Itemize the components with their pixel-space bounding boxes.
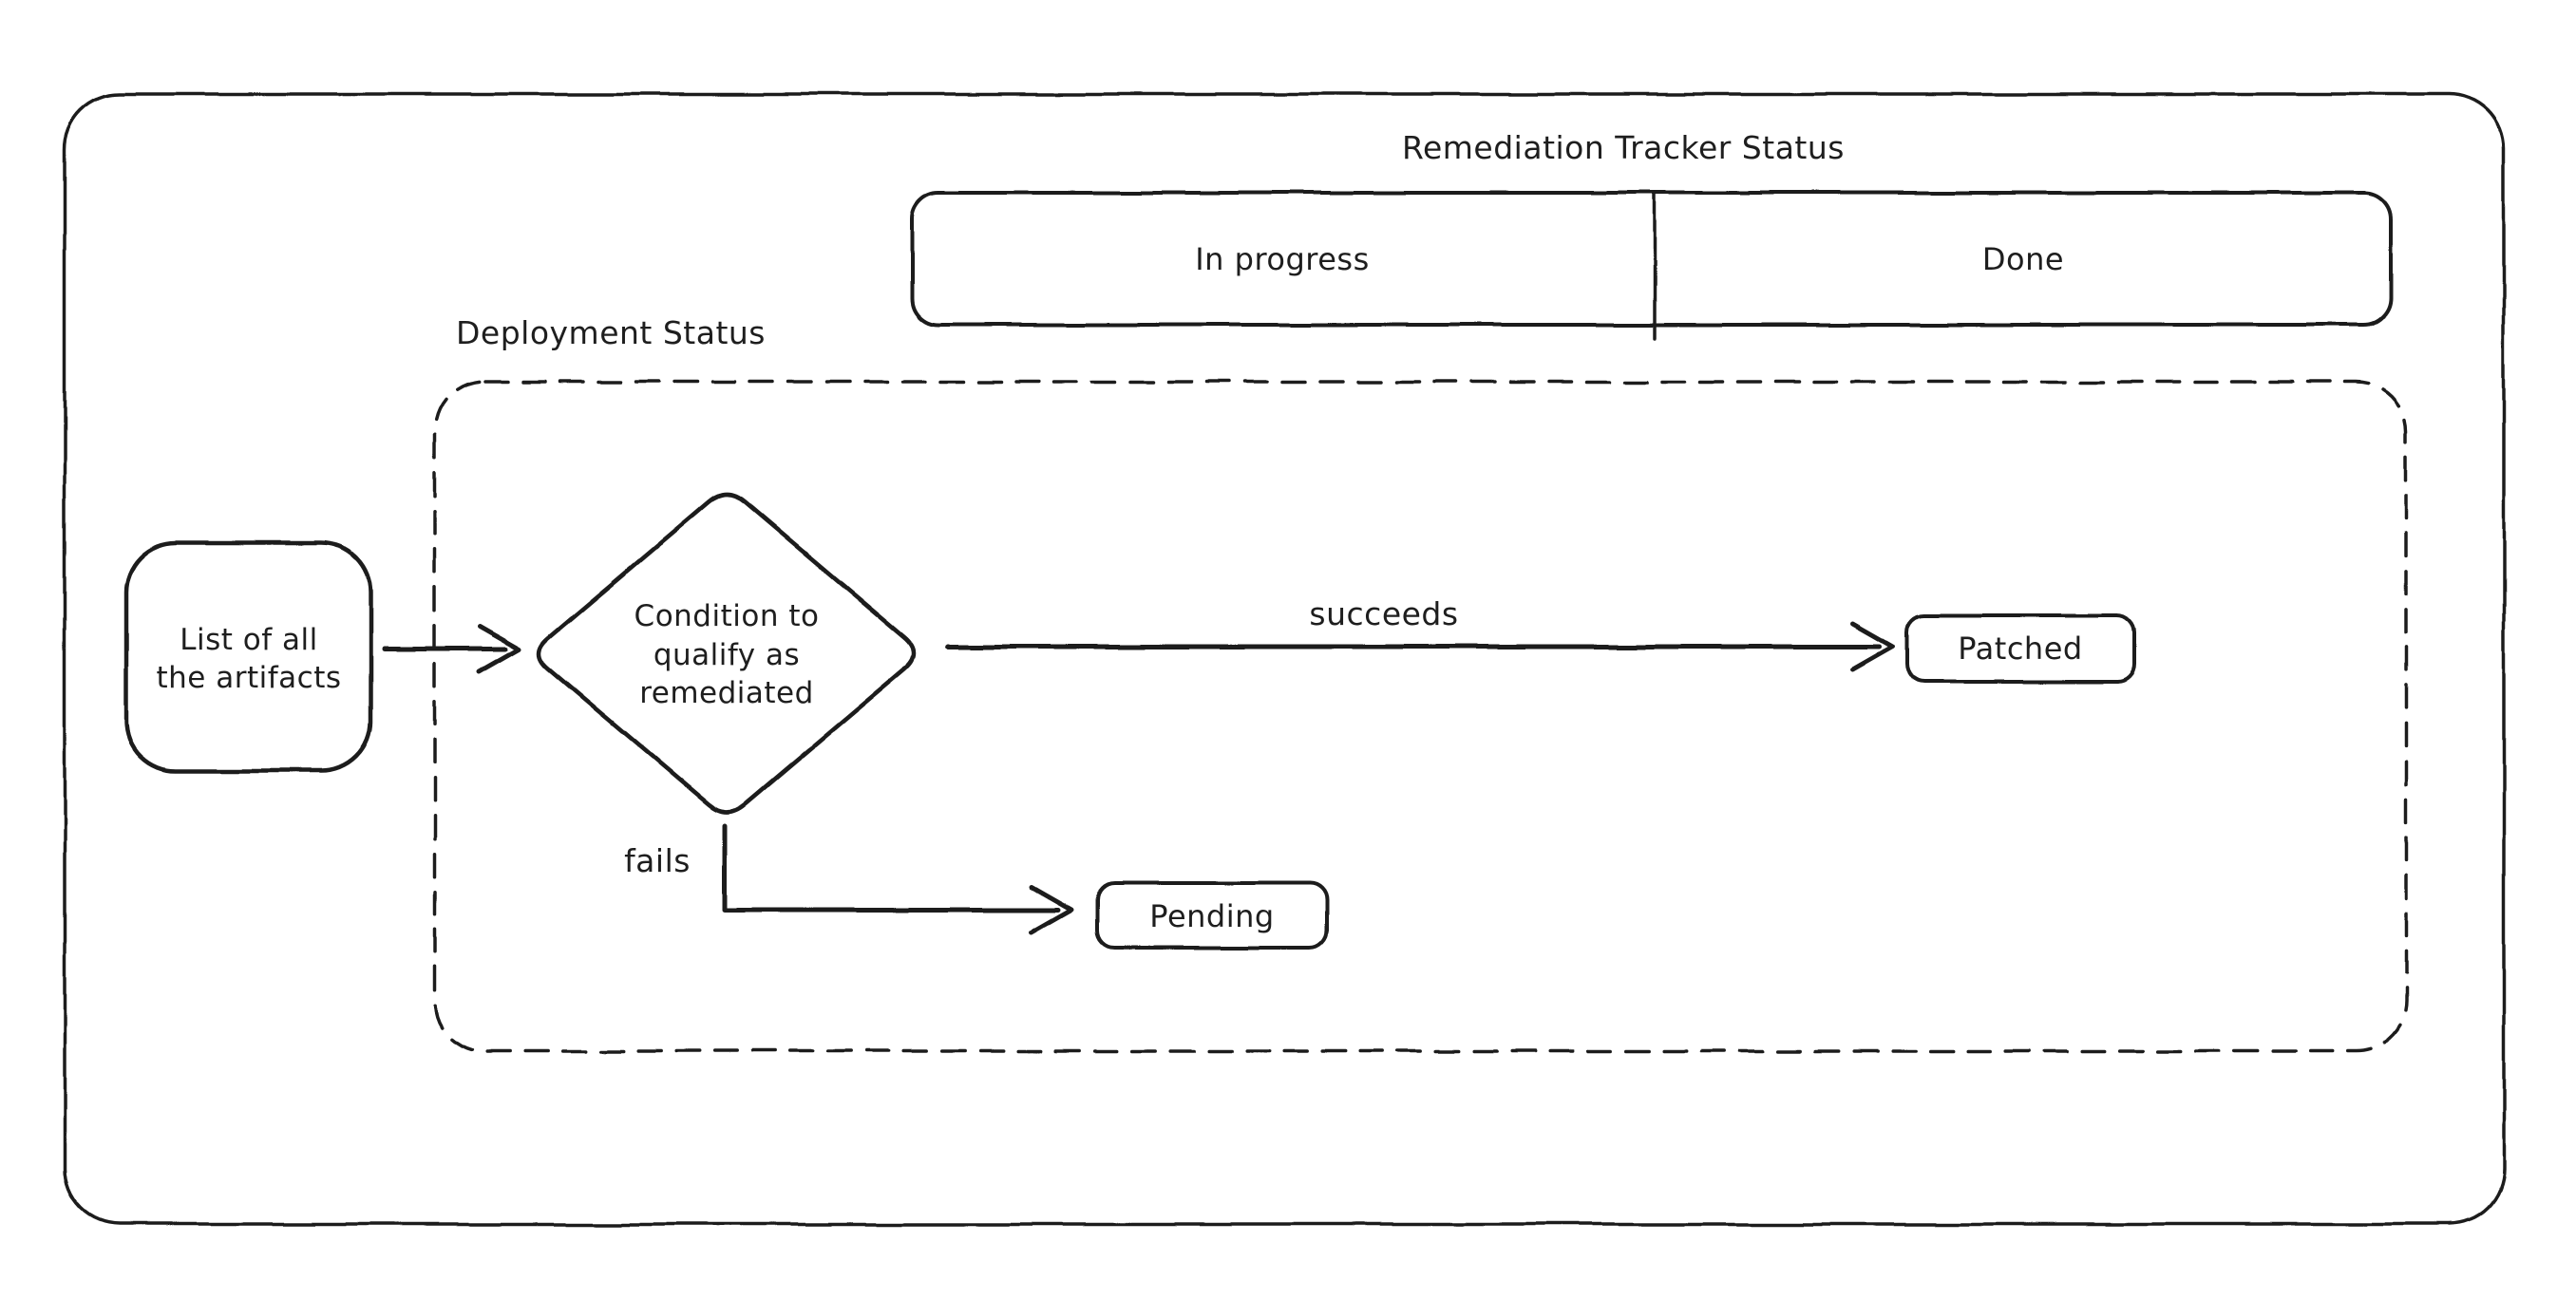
artifacts-to-decision-arrowhead xyxy=(477,623,522,674)
decision-label-line3: remediated xyxy=(639,676,814,710)
succeeds-arrowhead xyxy=(1849,621,1895,672)
patched-node xyxy=(1904,613,2136,684)
succeeds-edge-label: succeeds xyxy=(1309,595,1458,632)
artifacts-node xyxy=(123,540,373,774)
decision-label-line1: Condition to xyxy=(635,599,820,633)
artifacts-node-label-line1: List of all xyxy=(180,623,318,657)
decision-diamond xyxy=(537,492,917,815)
deployment-status-region xyxy=(433,380,2408,1053)
tracker-cell-done: Done xyxy=(1982,241,2064,277)
patched-node-label: Patched xyxy=(1958,631,2082,667)
diagram-title: Remediation Tracker Status xyxy=(1402,129,1845,166)
tracker-status-bar xyxy=(910,191,2393,327)
fails-arrow xyxy=(722,823,1061,913)
pending-node xyxy=(1095,881,1329,950)
outer-frame xyxy=(63,92,2506,1226)
fails-arrowhead xyxy=(1029,884,1074,935)
deployment-status-label: Deployment Status xyxy=(456,314,766,351)
decision-label-line2: qualify as xyxy=(653,638,800,672)
fails-edge-label: fails xyxy=(624,842,691,879)
pending-node-label: Pending xyxy=(1149,898,1274,934)
tracker-cell-in-progress: In progress xyxy=(1195,241,1370,277)
artifacts-node-label-line2: the artifacts xyxy=(157,661,342,695)
